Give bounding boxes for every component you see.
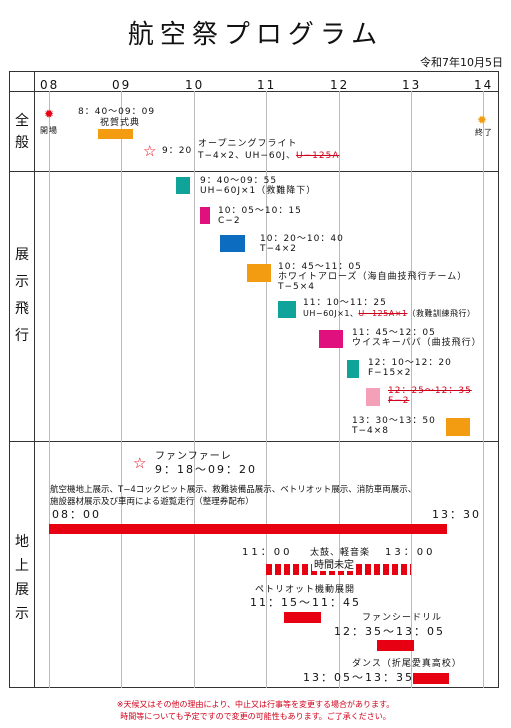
- flight-bar-cancelled: [366, 388, 380, 406]
- grid-line-13: [411, 91, 412, 688]
- opening-detail: T−4×2、UH−60J、U−125A: [198, 151, 340, 161]
- hour-label: 09: [112, 78, 132, 92]
- patriot-time: 11：15〜11：45: [250, 596, 361, 609]
- flight-divider: [9, 441, 499, 442]
- sun-icon: ✹: [44, 107, 55, 121]
- flight-time: 13：30〜13：50: [352, 416, 436, 426]
- flight-detail: ウイスキーパパ（曲技飛行）: [352, 338, 482, 348]
- footer-note-2: 時間等についても予定ですので変更の可能性もあります。ご了承ください。: [120, 712, 391, 721]
- section-divider: [34, 71, 35, 688]
- flight-bar: [347, 360, 359, 378]
- ceremony-name: 祝賀式典: [100, 118, 141, 128]
- exhibit-start: 08：00: [52, 508, 101, 521]
- flight-bar: [278, 301, 296, 318]
- flight-detail-2: T−5×4: [278, 282, 316, 292]
- patriot-bar: [284, 612, 321, 623]
- flight-detail: T−4×8: [352, 426, 390, 436]
- drum-name: 太鼓、軽音楽: [310, 548, 371, 558]
- grid-line-14: [483, 91, 484, 688]
- flight-time: 9：40〜09：55: [200, 176, 278, 186]
- flight-bar: [176, 177, 190, 194]
- hour-label: 14: [474, 78, 494, 92]
- flight-time: 10：45〜11：05: [278, 262, 362, 272]
- flight-detail: UH−60J×1、U−125A×1（救難訓練飛行）: [303, 309, 476, 318]
- flight-detail: C−2: [218, 216, 241, 226]
- grid-line-08: [49, 91, 50, 688]
- flight-bar: [446, 418, 470, 436]
- flight-time: 11：45〜12：05: [352, 328, 436, 338]
- drum-end: 13：00: [385, 547, 436, 558]
- grid-line-12: [339, 91, 340, 688]
- grid-line-11: [266, 91, 267, 688]
- header-divider: [9, 91, 499, 92]
- general-divider: [9, 171, 499, 172]
- flight-bar: [220, 235, 245, 252]
- flight-detail: F−15×2: [368, 368, 412, 378]
- section-flight-label: 展 示 飛 行: [15, 247, 29, 344]
- ceremony-bar: [98, 129, 133, 139]
- opening-name: オープニングフライト: [198, 139, 298, 149]
- exhibit-end: 13：30: [432, 508, 481, 521]
- fancy-bar: [377, 640, 414, 651]
- flight-time: 10：20〜10：40: [260, 234, 344, 244]
- exhibit-line-1: 航空機地上展示、T−4コックピット展示、救難装備品展示、ベトリオット展示、消防車…: [50, 485, 417, 495]
- drum-undecided: 時間未定: [312, 560, 356, 571]
- grid-line-10: [194, 91, 195, 688]
- flight-detail: UH−60J×1（救難降下）: [200, 186, 317, 196]
- star-icon: ☆: [143, 142, 157, 160]
- flight-bar: [247, 264, 271, 282]
- hour-label: 12: [330, 78, 350, 92]
- flight-time: 10：05〜10：15: [218, 206, 302, 216]
- hour-label: 11: [257, 78, 277, 92]
- dance-bar: [413, 673, 449, 684]
- flight-detail: ホワイトアローズ（海自曲技飛行チーム）: [278, 272, 468, 282]
- opening-time: 9：20: [162, 146, 193, 156]
- page-title: 航空祭プログラム: [127, 20, 384, 50]
- fanfare-time: 9：18〜09：20: [155, 463, 257, 476]
- fancy-time: 12：35〜13：05: [334, 625, 445, 638]
- flight-bar: [319, 330, 343, 348]
- hour-label: 10: [185, 78, 205, 92]
- flight-bar: [200, 207, 210, 224]
- exhibit-line-2: 施設器材展示及び車両による遊覧走行（整理券配布）: [50, 497, 254, 507]
- flight-time: 11：10〜11：25: [303, 298, 387, 308]
- flight-time: 12：10〜12：20: [368, 358, 452, 368]
- open-label: 開場: [40, 126, 58, 135]
- section-ground-label: 地 上 展 示: [15, 534, 29, 622]
- drum-start: 11：00: [242, 547, 293, 558]
- dance-time: 13：05〜13：35: [303, 671, 414, 684]
- exhibit-bar: [49, 524, 447, 534]
- star-icon: ☆: [133, 454, 147, 472]
- hour-label: 13: [402, 78, 422, 92]
- ceremony-time: 8：40〜09：09: [78, 107, 156, 117]
- hour-label: 08: [40, 78, 60, 92]
- dance-name: ダンス（折尾愛真高校）: [352, 659, 462, 669]
- sun-icon: ✹: [477, 113, 488, 127]
- footer-note-1: ※天候又はその他の理由により、中止又は行事等を変更する場合があります。: [116, 700, 395, 709]
- fancy-name: ファンシードリル: [362, 613, 443, 623]
- event-date: 令和7年10月5日: [420, 56, 503, 69]
- flight-detail: F−2: [388, 396, 410, 406]
- schedule-frame: [9, 71, 499, 688]
- grid-line-09: [121, 91, 122, 688]
- section-general-label: 全 般: [15, 113, 29, 151]
- flight-time: 12：25〜12：35: [388, 386, 472, 396]
- fanfare-name: ファンファーレ: [155, 451, 232, 462]
- flight-detail: T−4×2: [260, 244, 298, 254]
- close-label: 終了: [475, 128, 493, 137]
- patriot-name: ペトリオット機動展開: [255, 585, 356, 595]
